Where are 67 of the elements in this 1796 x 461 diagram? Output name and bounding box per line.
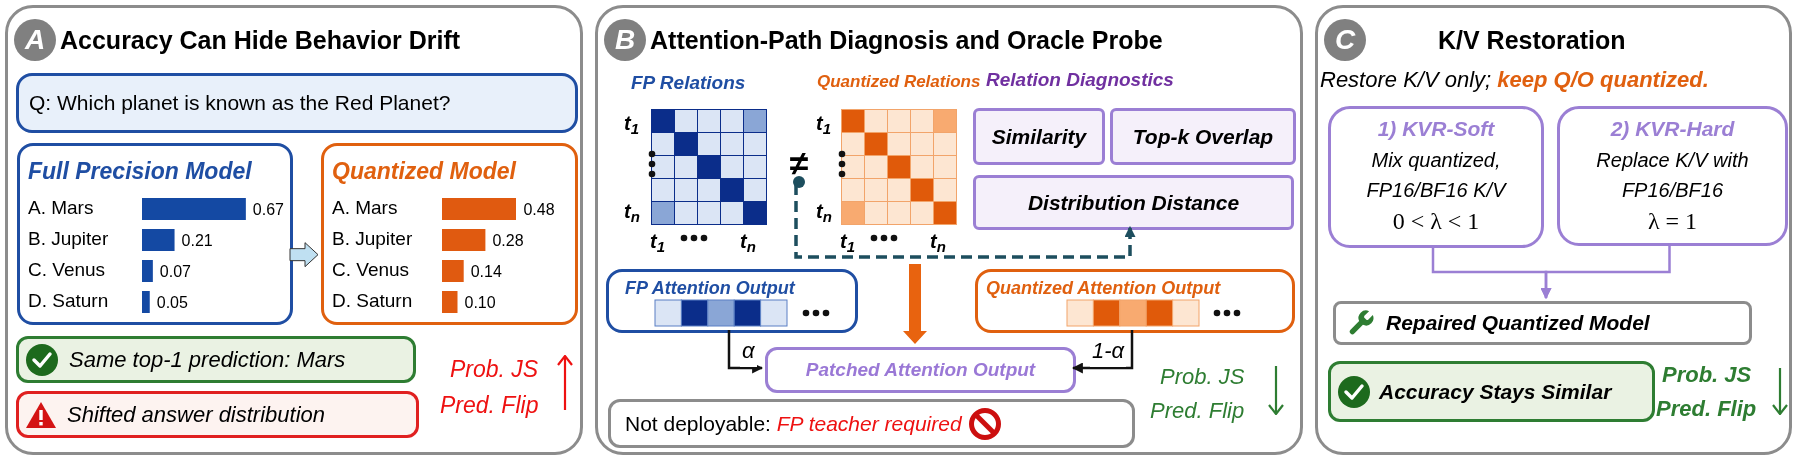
panel-badge: B bbox=[604, 19, 646, 61]
value-label: 0.10 bbox=[464, 293, 496, 313]
metric-label: Pred. Flip bbox=[1150, 397, 1245, 425]
metric-label: Prob. JS bbox=[450, 355, 539, 384]
status-text: Shifted answer distribution bbox=[67, 401, 326, 429]
method-title: 1) KVR-Soft bbox=[1377, 116, 1495, 142]
axis-label: t$_{1}$ bbox=[816, 111, 831, 138]
axis-label: t$_{1}$ bbox=[650, 229, 665, 256]
axis-label: t$_{1}$ bbox=[624, 111, 639, 138]
option-label: B. Jupiter bbox=[332, 227, 413, 251]
note-text: Not deployable: FP teacher required bbox=[625, 410, 962, 437]
panel-badge: C bbox=[1324, 19, 1366, 61]
math-formula: λ = 1 bbox=[1647, 206, 1698, 236]
model-title: Quantized Model bbox=[332, 157, 516, 186]
option-label: D. Saturn bbox=[332, 289, 413, 313]
value-label: 0.05 bbox=[156, 293, 188, 313]
panel-title: K/V Restoration bbox=[1438, 25, 1626, 56]
metric-box: Similarity bbox=[973, 108, 1105, 165]
arrow bbox=[1071, 330, 1134, 374]
output-box: Patched Attention Output bbox=[765, 347, 1076, 393]
option-label: C. Venus bbox=[332, 258, 410, 282]
output-title: FP Attention Output bbox=[625, 277, 795, 300]
axis-label: t$_{n}$ bbox=[816, 199, 832, 226]
axis-label: t$_{n}$ bbox=[624, 199, 640, 226]
method-title: 2) KVR-Hard bbox=[1610, 116, 1735, 142]
option-label: B. Jupiter bbox=[28, 227, 109, 251]
arrow bbox=[1540, 243, 1671, 300]
column-heading: Relation Diagnostics bbox=[986, 68, 1174, 92]
option-label: A. Mars bbox=[332, 196, 398, 220]
not-equal-sign: ≠ bbox=[788, 145, 810, 181]
arrow bbox=[794, 184, 1136, 259]
model-title: Full Precision Model bbox=[28, 157, 252, 186]
column-heading: Quantized Relations bbox=[817, 71, 981, 93]
panel-title: Accuracy Can Hide Behavior Drift bbox=[60, 25, 461, 56]
panel-title: Attention-Path Diagnosis and Oracle Probe bbox=[650, 25, 1163, 56]
status-text: Same top-1 prediction: Mars bbox=[69, 346, 346, 374]
metric-label: Prob. JS bbox=[1662, 361, 1752, 389]
value-label: 0.67 bbox=[252, 200, 284, 220]
metric-label: Pred. Flip bbox=[440, 391, 539, 420]
value-label: 0.07 bbox=[159, 262, 191, 282]
metric-box: Distribution Distance bbox=[973, 175, 1294, 230]
value-label: 0.48 bbox=[523, 200, 555, 220]
subtitle: Restore K/V only; keep Q/O quantized. bbox=[1320, 66, 1709, 94]
metric-label: Pred. Flip bbox=[1656, 395, 1757, 423]
axis-label: t$_{1}$ bbox=[840, 229, 855, 256]
block-arrow bbox=[289, 242, 319, 268]
result-text: Repaired Quantized Model bbox=[1386, 310, 1650, 337]
option-label: D. Saturn bbox=[28, 289, 109, 313]
question-box: Q: Which planet is known as the Red Planet? bbox=[16, 73, 578, 133]
axis-label: t$_{n}$ bbox=[930, 229, 946, 256]
arrow bbox=[727, 330, 764, 374]
metric-label: Prob. JS bbox=[1160, 363, 1245, 391]
column-heading: FP Relations bbox=[631, 71, 746, 95]
value-label: 0.28 bbox=[492, 231, 524, 251]
math-formula: 0 < λ < 1 bbox=[1392, 206, 1480, 236]
status-text: Accuracy Stays Similar bbox=[1379, 378, 1612, 405]
output-title: Quantized Attention Output bbox=[986, 277, 1221, 300]
metric-box: Top-k Overlap bbox=[1110, 108, 1296, 165]
value-label: 0.14 bbox=[470, 262, 502, 282]
option-label: A. Mars bbox=[28, 196, 94, 220]
block-arrow bbox=[903, 264, 927, 344]
method-description: Mix quantized, FP16/BF16 K/V bbox=[1365, 147, 1508, 203]
option-label: C. Venus bbox=[28, 258, 106, 282]
method-description: Replace K/V with FP16/BF16 bbox=[1595, 147, 1750, 203]
panel-badge: A bbox=[14, 19, 56, 61]
axis-label: t$_{n}$ bbox=[740, 229, 756, 256]
value-label: 0.21 bbox=[181, 231, 213, 251]
